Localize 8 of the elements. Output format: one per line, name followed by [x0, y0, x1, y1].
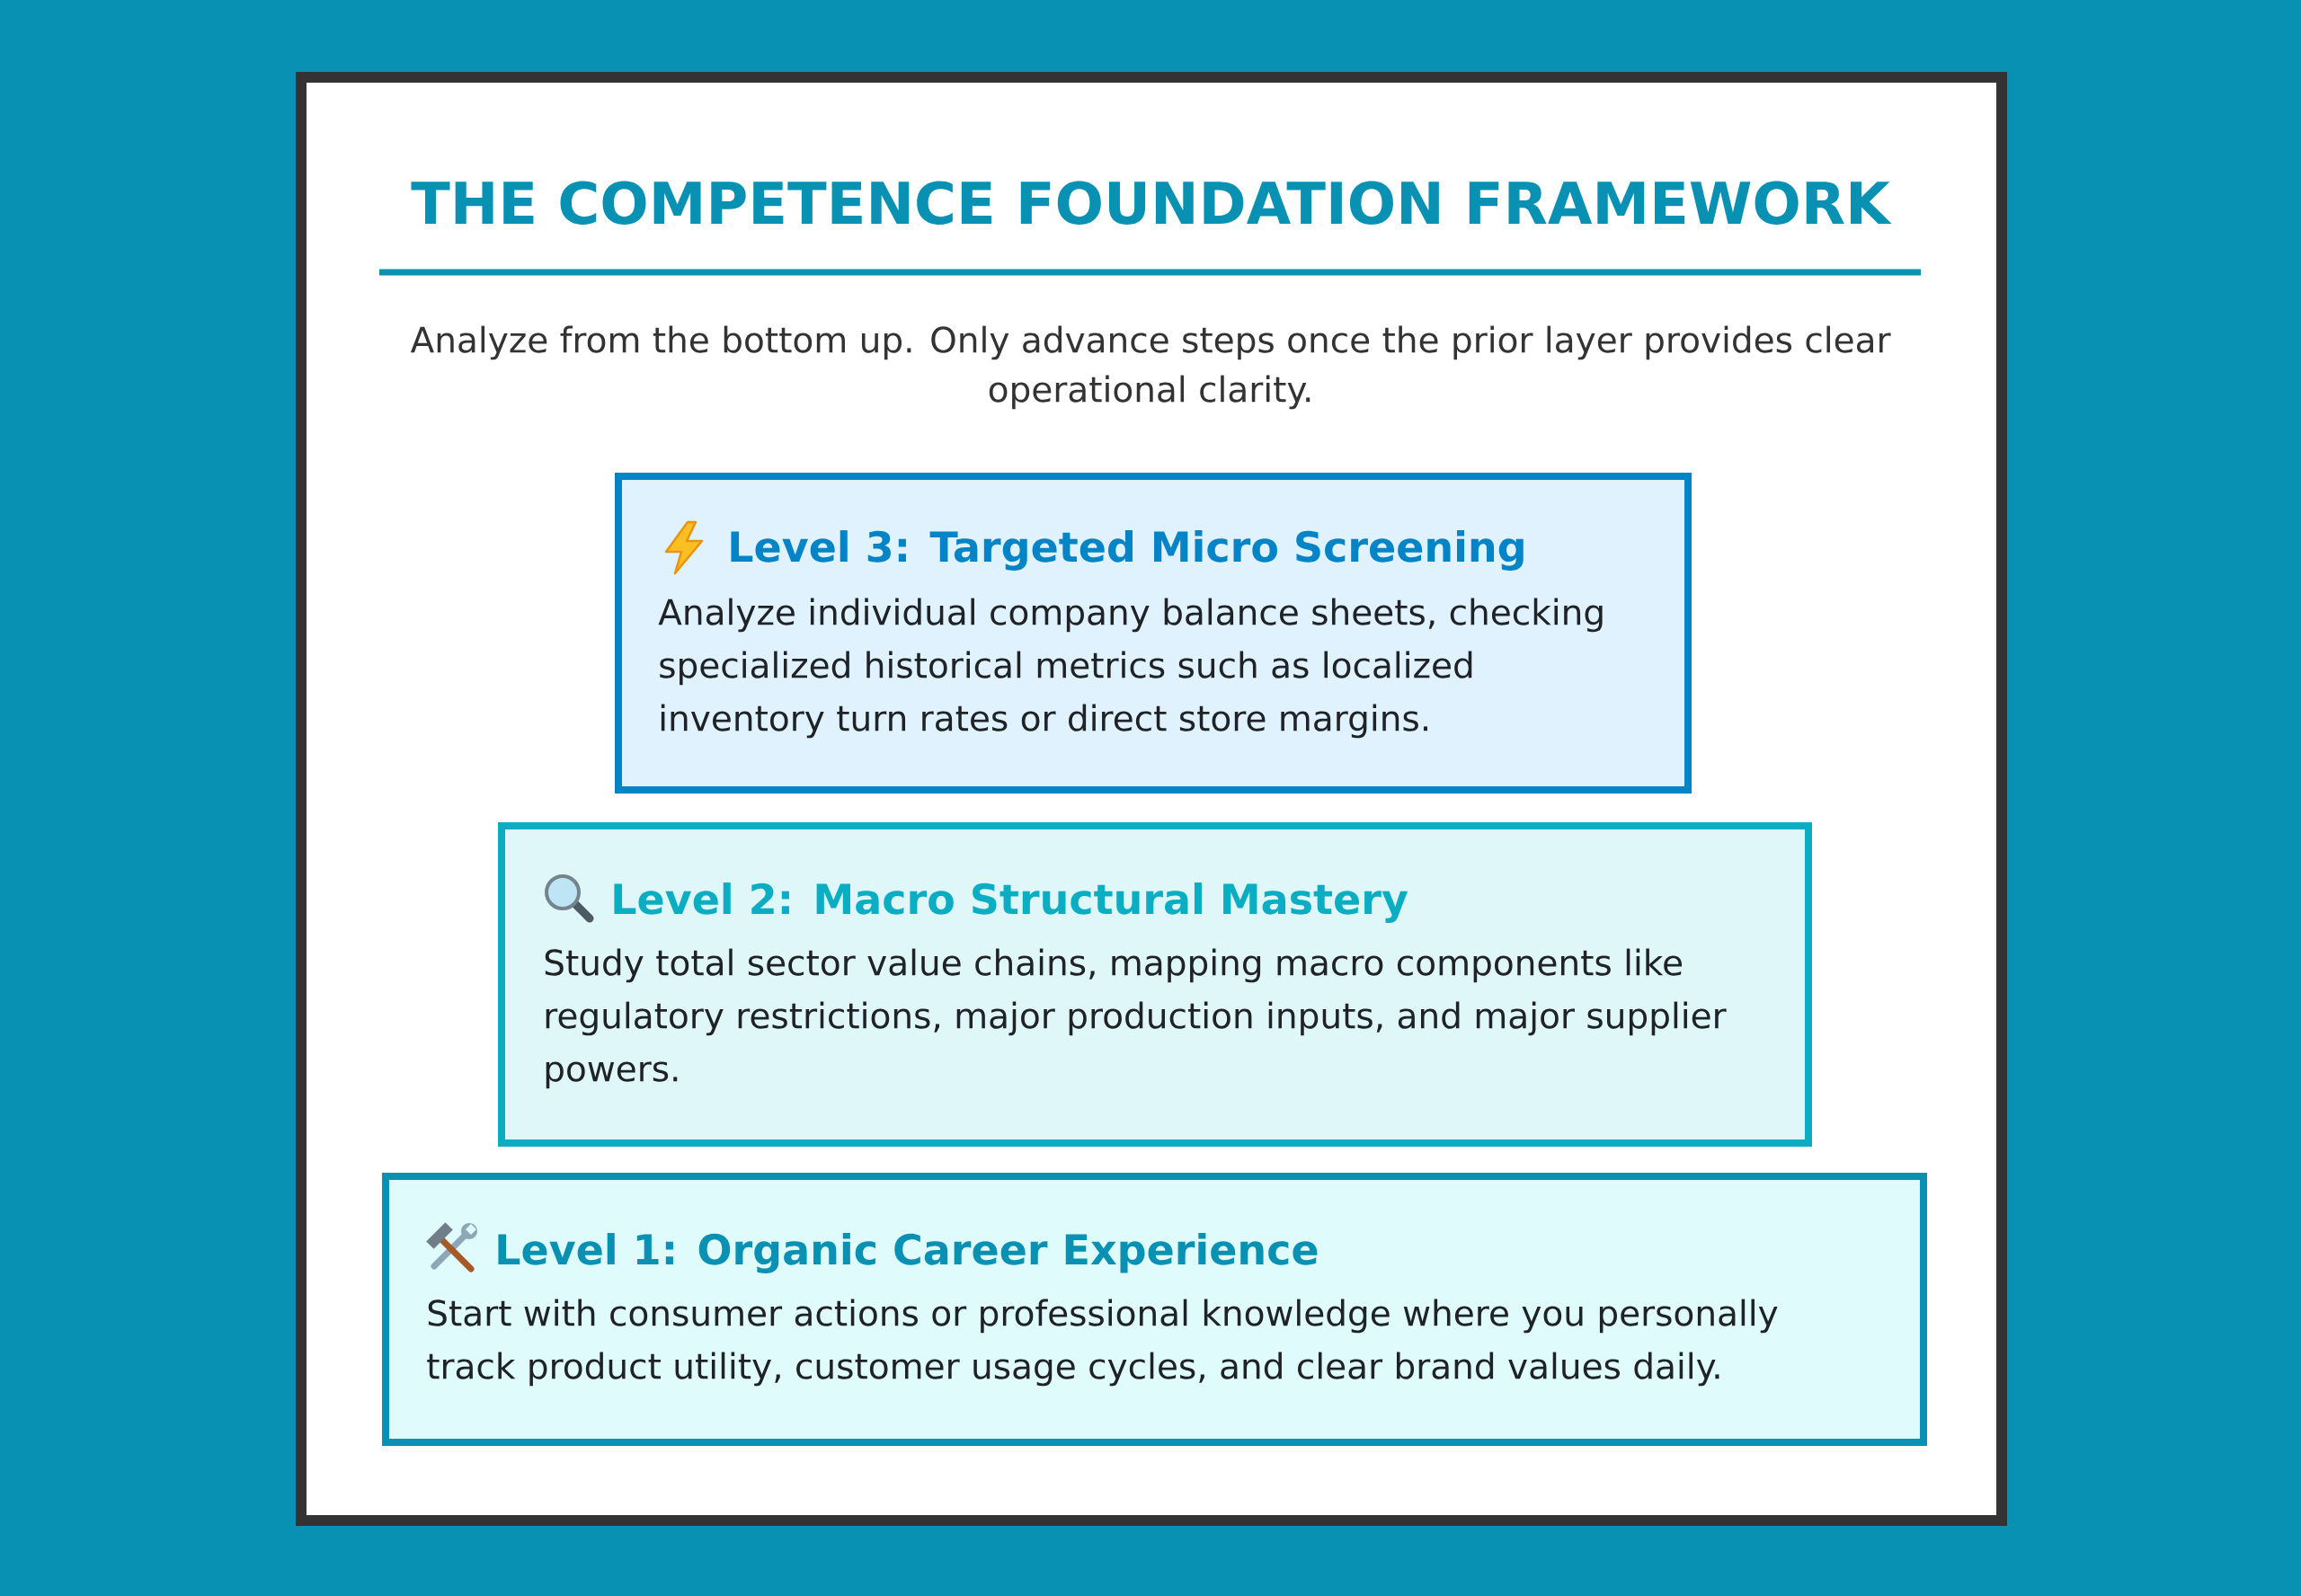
box-heading: Level 1: Organic Career Experience	[498, 1233, 1318, 1273]
subtitle: Analyze from the bottom up. Only advance steps once the prior layer provides clear operational clarity.	[410, 325, 1891, 410]
box-description: Start with consumer actions or professional knowledge where you personally track product utility, customer usage cycles, and clear brand values daily.	[427, 1299, 1778, 1387]
title: THE COMPETENCE FOUNDATION FRAMEWORK	[411, 181, 1892, 225]
box-description: Study total sector value chains, mapping macro components like regulatory restrictions, major production inputs, and major supplier powers.	[545, 948, 1727, 1089]
box-heading: Level 3: Targeted Micro Screening	[731, 530, 1524, 571]
box-description: Analyze individual company balance sheets, checking specialized historical metrics such as localized inventory turn rates or direct store margins.	[658, 598, 1603, 739]
box-heading: Level 2: Macro Structural Mastery	[614, 882, 1408, 923]
